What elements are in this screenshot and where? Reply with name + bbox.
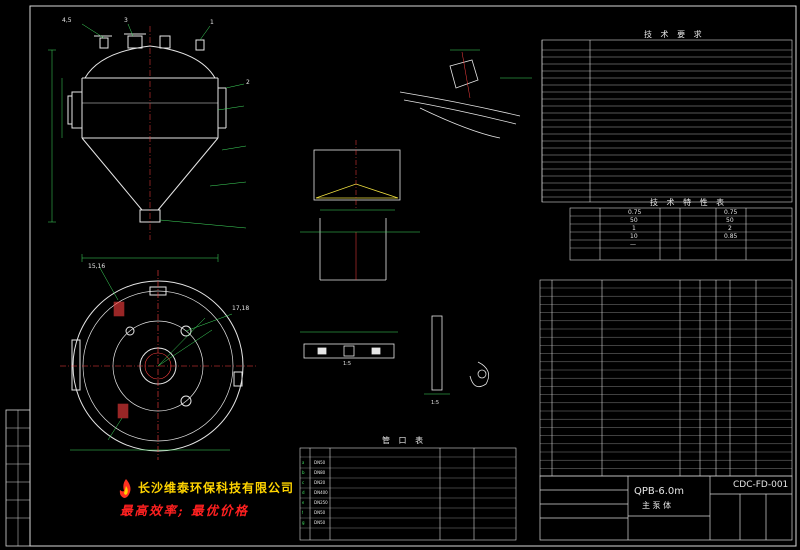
callout-2: 2 [246,79,250,86]
title-block-model: QPB-6.0m [634,486,685,497]
title-block-name: 主 泵 体 [642,501,672,510]
feature-design-temp: 50 [630,217,638,224]
feature-right-3: 2 [728,225,732,232]
nozzle-table-title: 管 口 表 [382,436,427,445]
company-name: 长沙维泰环保科技有限公司 [138,481,295,495]
nozzle-id: a [302,460,305,465]
feature-corrosion: 1 [632,225,636,232]
nozzle-size: DN250 [314,500,328,505]
nozzle-table [299,447,517,541]
company-logo [119,479,131,498]
nozzle-size: DN20 [314,480,326,485]
tech-requirements-title: 技 术 要 求 [644,30,705,39]
nozzle-size: DN50 [314,460,326,465]
nozzle-id: f [302,510,304,515]
nozzle-size: DN400 [314,490,328,495]
nozzle-id: g [302,520,305,525]
callout-4-5: 4,5 [62,17,72,24]
title-block-code: CDC-FD-001 [733,480,789,490]
feature-volume: 10 [630,233,638,240]
title-block [539,475,793,541]
nozzle-size: DN50 [314,520,326,525]
detail-lug [399,49,532,139]
nozzle-id: b [302,470,305,475]
nozzle-id: c [302,480,305,485]
nozzle-id: e [302,500,305,505]
detail-hood [313,140,401,211]
feature-medium: — [630,241,636,248]
detail-scale-hook: 1:5 [431,400,440,406]
detail-flange [300,331,398,359]
feature-right-4: 0.85 [724,233,738,240]
company-slogan: 最高效率; 最优价格 [120,503,249,518]
nozzle-id: d [302,490,305,495]
feature-right-2: 50 [726,217,734,224]
tech-features-table [569,207,793,261]
callout-15-16: 15,16 [88,263,106,270]
tech-requirements-table [541,39,793,203]
vessel-elevation [67,33,227,223]
detail-hook [424,315,490,395]
parts-list [539,279,793,477]
tech-features-title: 技 术 特 性 表 [650,198,728,207]
callout-17-18: 17,18 [232,305,250,312]
feature-design-pressure: 0.75 [628,209,642,216]
nozzle-size: DN50 [314,510,326,515]
callout-3: 3 [124,17,128,24]
nozzle-size: DN80 [314,470,326,475]
callout-1: 1 [210,19,214,26]
feature-right-1: 0.75 [724,209,738,216]
detail-bracket [300,218,420,281]
detail-scale-flange: 1:5 [343,361,352,367]
